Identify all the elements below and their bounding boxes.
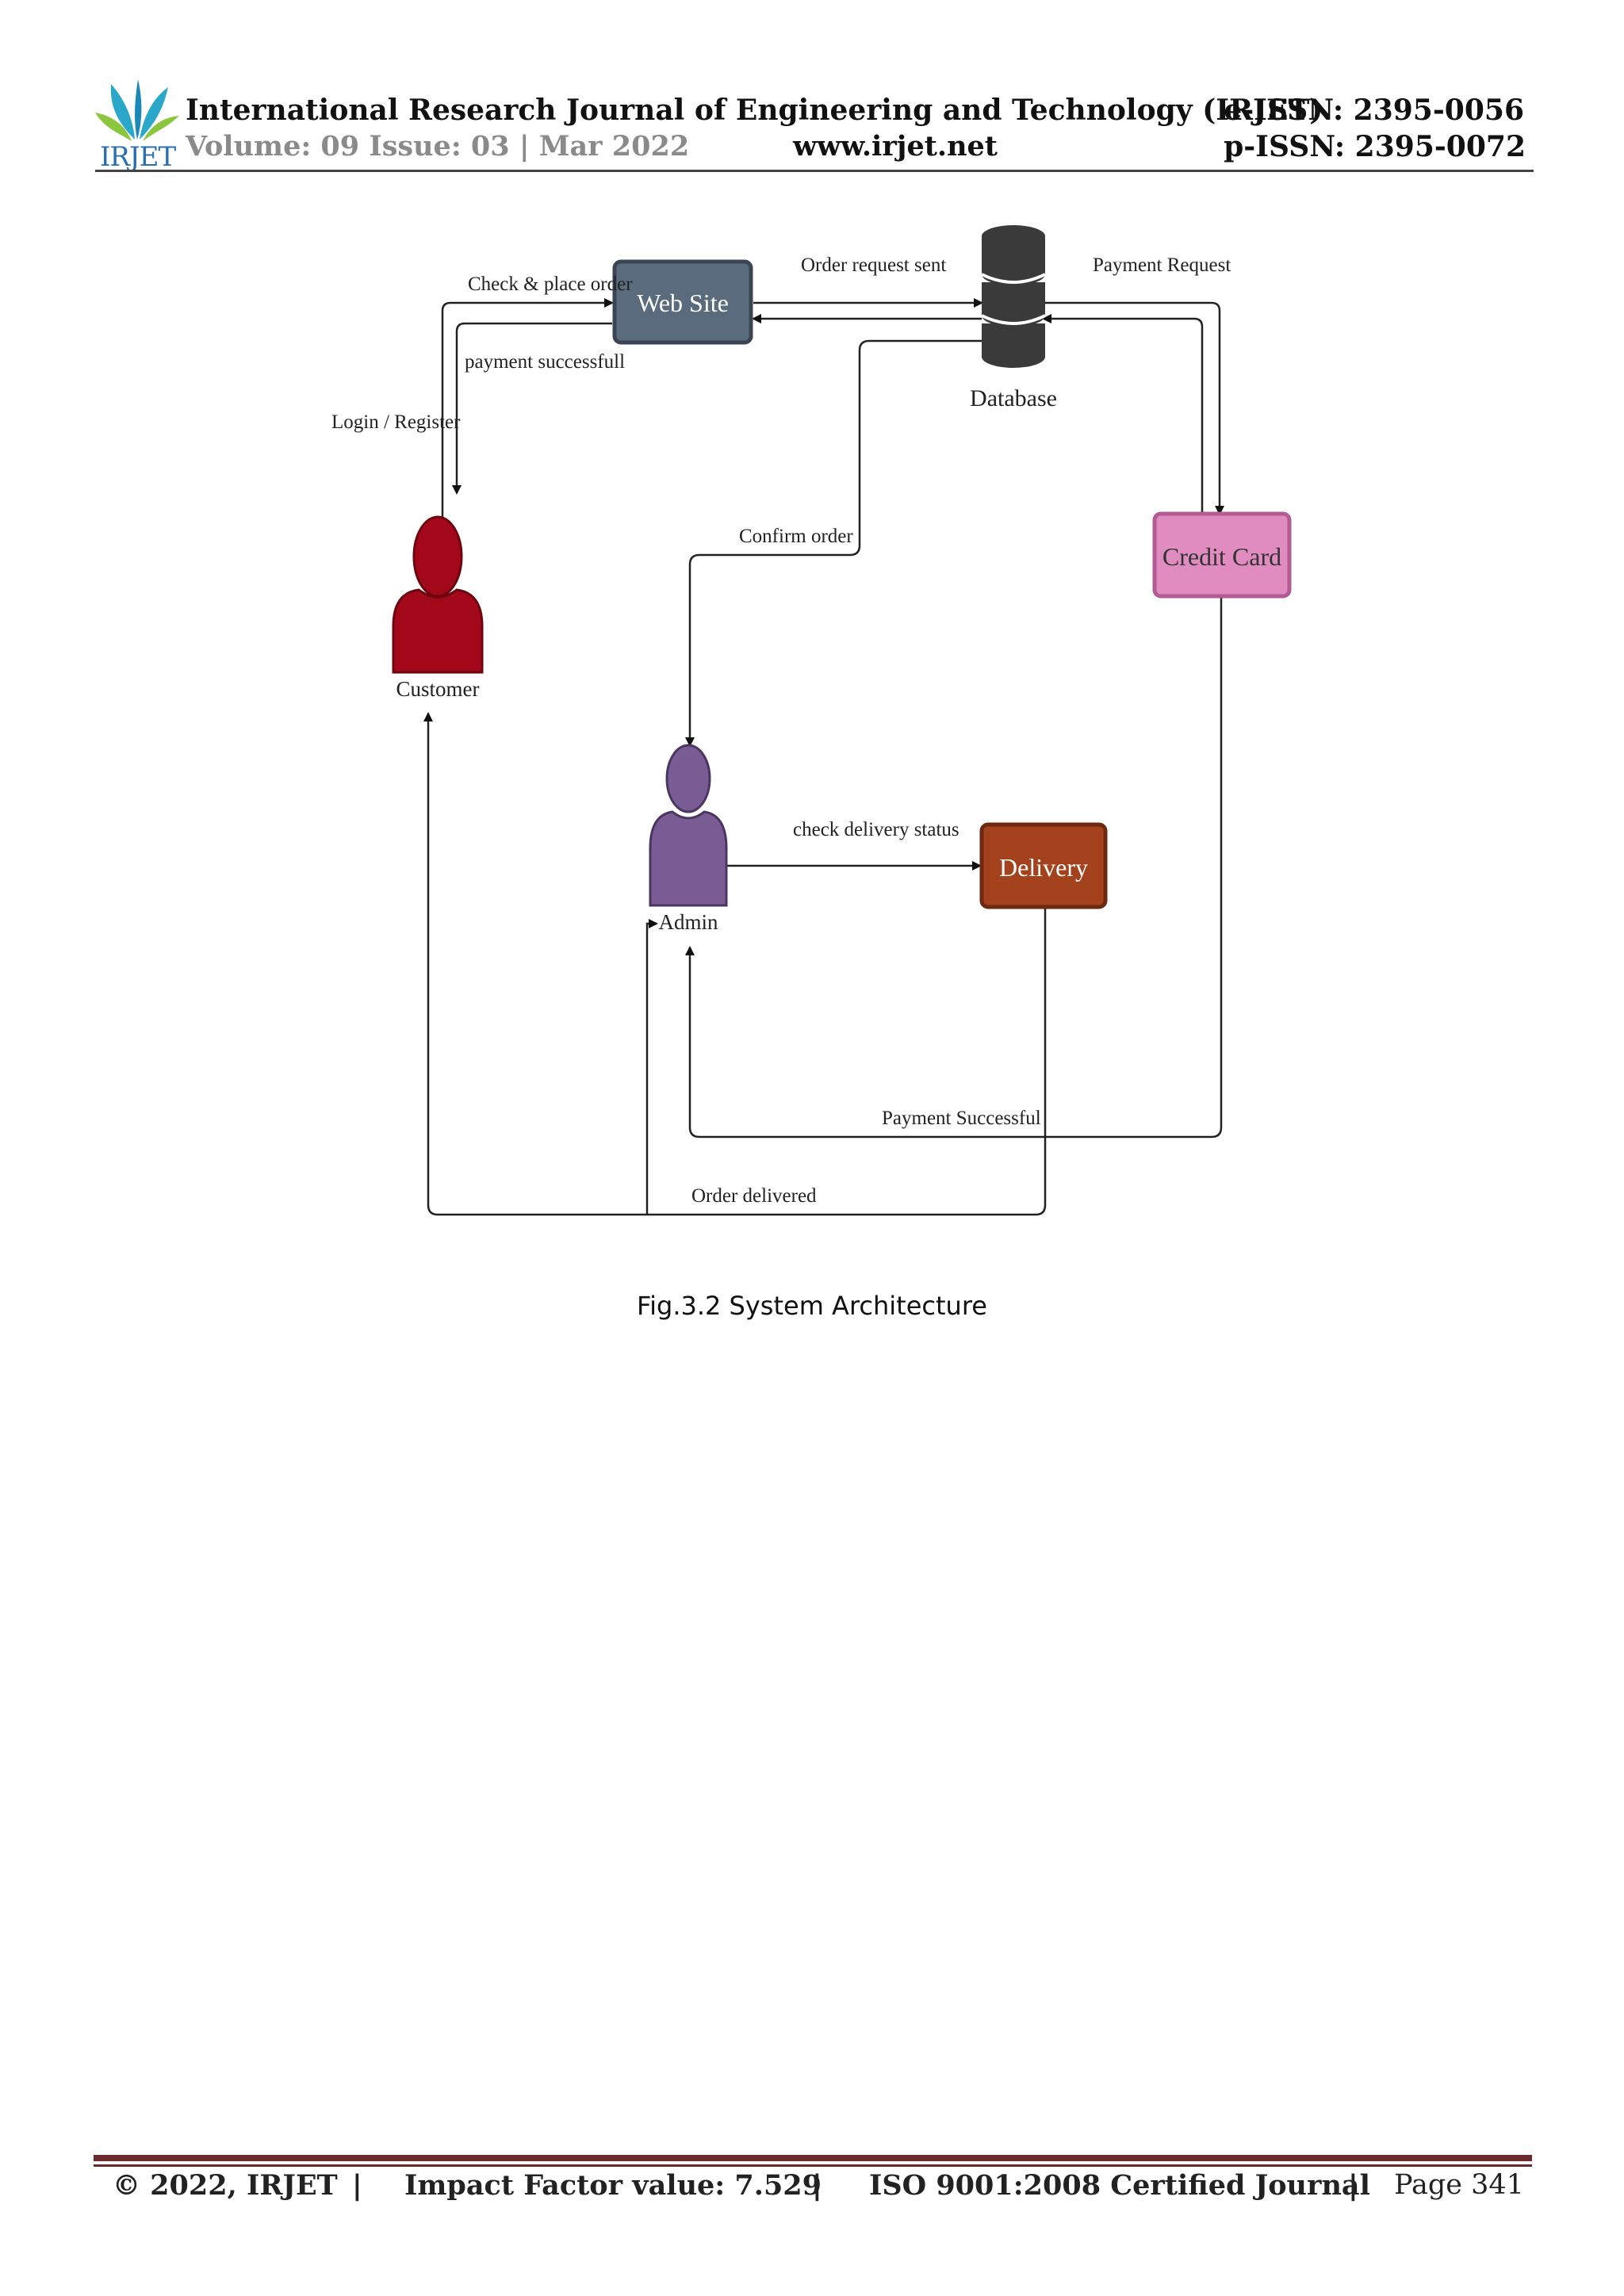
connector-lines xyxy=(423,298,1224,1216)
footer-divider-thin xyxy=(94,2164,1532,2167)
credit-card-node: Credit Card xyxy=(1152,511,1292,599)
customer-node: Customer xyxy=(392,515,484,701)
credit-card-label: Credit Card xyxy=(1162,542,1281,571)
e-issn: e-ISSN: 2395-0056 xyxy=(1224,94,1524,127)
footer-copyright: © 2022, IRJET xyxy=(113,2169,338,2202)
volume-issue: Volume: 09 Issue: 03 | Mar 2022 xyxy=(186,130,690,163)
edge-check-place-order: Check & place order xyxy=(468,274,633,295)
delivery-node: Delivery xyxy=(979,822,1108,909)
journal-title: International Research Journal of Engine… xyxy=(186,94,1323,127)
footer-impact-factor: Impact Factor value: 7.529 xyxy=(404,2169,822,2202)
database-node: Database xyxy=(970,225,1057,411)
website-node: Web Site xyxy=(612,259,753,345)
customer-label: Customer xyxy=(396,677,480,701)
customer-person-icon xyxy=(392,515,484,674)
admin-label: Admin xyxy=(658,910,718,934)
database-label: Database xyxy=(970,385,1057,411)
figure-caption: Fig.3.2 System Architecture xyxy=(637,1291,987,1321)
footer-iso: ISO 9001:2008 Certified Journal xyxy=(869,2169,1370,2202)
database-icon xyxy=(981,225,1046,368)
architecture-diagram: Web Site Database xyxy=(331,225,1292,1216)
footer-separator: | xyxy=(352,2169,362,2202)
journal-footer: © 2022, IRJET | Impact Factor value: 7.5… xyxy=(94,2169,1532,2217)
logo-text: IRJET xyxy=(100,141,176,173)
journal-website[interactable]: www.irjet.net xyxy=(793,130,998,163)
header-divider xyxy=(95,170,1534,172)
journal-header: IRJET International Research Journal of … xyxy=(95,73,1534,173)
edge-order-request-sent: Order request sent xyxy=(801,254,946,276)
footer-separator: | xyxy=(1348,2169,1358,2202)
admin-person-icon xyxy=(649,744,728,907)
delivery-label: Delivery xyxy=(999,853,1088,882)
leaf-logo-icon xyxy=(95,79,179,141)
system-architecture-figure: Web Site Database xyxy=(331,225,1292,1216)
p-issn: p-ISSN: 2395-0072 xyxy=(1224,130,1526,163)
admin-node: Admin xyxy=(649,744,728,934)
edge-check-delivery-status: check delivery status xyxy=(793,819,959,840)
edge-login-register: Login / Register xyxy=(331,411,461,433)
edge-payment-request: Payment Request xyxy=(1093,254,1231,276)
irjet-logo: IRJET xyxy=(95,76,181,173)
footer-divider-thick xyxy=(94,2155,1532,2161)
edge-payment-successfull: payment successfull xyxy=(465,351,625,373)
edge-payment-successful: Payment Successful xyxy=(882,1108,1041,1129)
footer-separator: | xyxy=(812,2169,822,2202)
edge-order-delivered: Order delivered xyxy=(691,1185,817,1207)
edge-confirm-order: Confirm order xyxy=(739,526,853,547)
footer-page-number: Page 341 xyxy=(1394,2169,1524,2201)
website-label: Web Site xyxy=(637,289,729,317)
